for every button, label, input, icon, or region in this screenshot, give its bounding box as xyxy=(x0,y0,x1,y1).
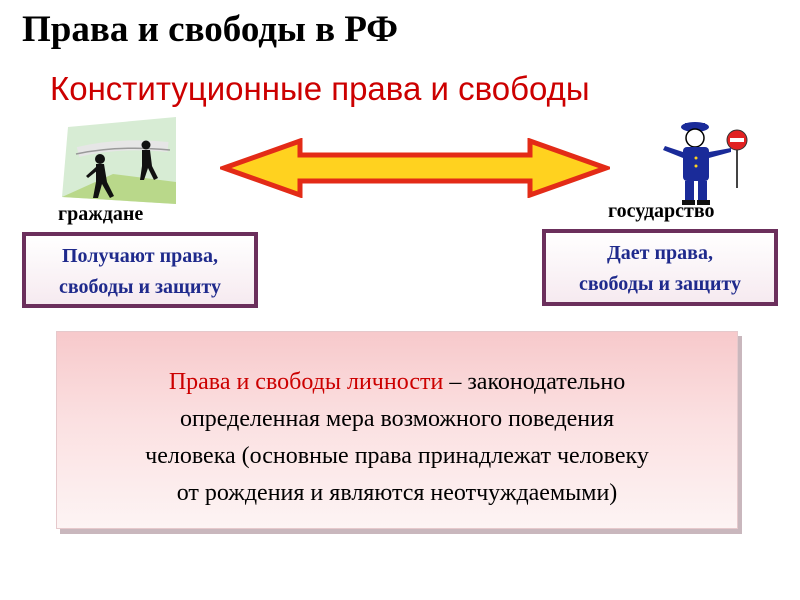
citizens-walking-icon xyxy=(62,117,176,204)
state-box-line2: свободы и защиту xyxy=(579,273,741,295)
citizens-box-line1: Получают права, xyxy=(61,245,219,267)
definition-line2: определенная мера возможного поведения xyxy=(179,406,615,432)
state-box-line1: Дает права, xyxy=(607,242,713,264)
page-title: Права и свободы в РФ xyxy=(22,9,399,50)
state-rights-box: Дает права, свободы и защиту xyxy=(542,229,778,306)
definition-line3: человека (основные права принадлежат чел… xyxy=(145,443,649,469)
definition-line1: Права и свободы личности – законодательн… xyxy=(57,364,737,401)
definition-line4: от рождения и являются неотчуждаемыми) xyxy=(176,480,618,506)
page-subtitle: Конституционные права и свободы xyxy=(50,70,590,107)
citizens-label: граждане xyxy=(58,203,144,225)
double-arrow-icon xyxy=(220,138,610,198)
state-label: государство xyxy=(608,200,715,222)
definition-box: Права и свободы личности – законодательн… xyxy=(56,331,738,529)
definition-term: Права и свободы личности xyxy=(168,369,444,395)
police-officer-stop-sign-icon xyxy=(663,122,748,205)
definition-line1-rest: – законодательно xyxy=(443,369,626,395)
citizens-rights-box: Получают права, свободы и защиту xyxy=(22,232,258,308)
citizens-box-line2: свободы и защиту xyxy=(59,276,221,298)
